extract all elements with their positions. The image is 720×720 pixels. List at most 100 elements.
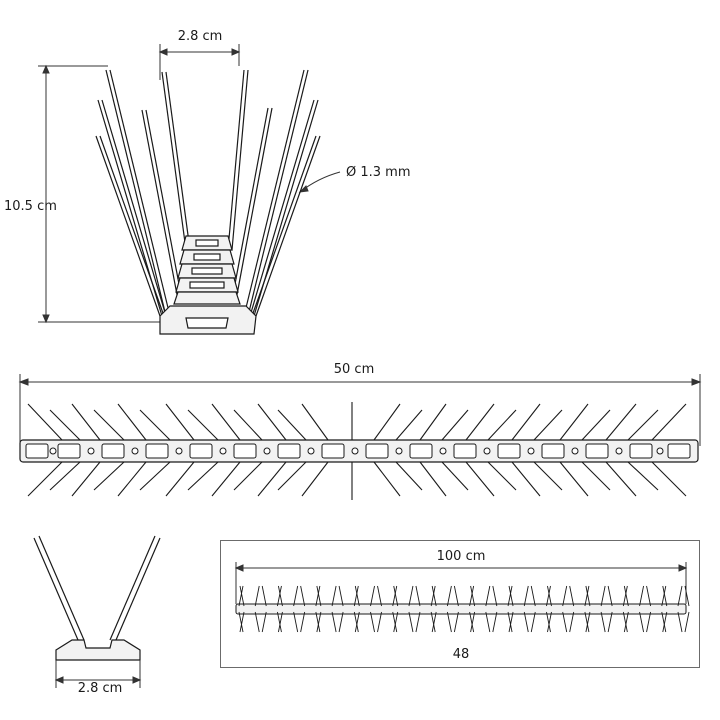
inset-spike — [238, 585, 244, 607]
height-label: 10.5 cm — [4, 199, 57, 214]
inset-length-label: 100 cm — [436, 549, 486, 564]
inset-spike — [431, 611, 437, 633]
inset-spike — [315, 585, 321, 607]
inset-spike — [569, 585, 575, 607]
inset-spike — [547, 611, 552, 633]
inset-spike — [446, 585, 452, 607]
inset-spike — [677, 611, 683, 633]
inset-spike — [393, 611, 399, 633]
inset-spike — [546, 585, 551, 607]
inset-spike — [261, 611, 267, 633]
inset-spike — [331, 611, 337, 633]
inset-panel — [220, 540, 700, 668]
inset-spike — [470, 585, 476, 607]
inset-spike — [338, 585, 344, 607]
inset-spike — [662, 585, 668, 607]
front-view-base — [159, 235, 257, 335]
inset-spike — [584, 585, 590, 607]
strip-spikes — [27, 402, 687, 500]
inset-spike — [354, 585, 360, 607]
inset-spike — [316, 585, 322, 607]
inset-spike — [646, 611, 652, 633]
inset-spike — [469, 585, 475, 607]
end-view-base — [55, 639, 141, 661]
inset-spike — [623, 611, 629, 633]
inset-spike — [431, 585, 437, 607]
front-view-spikes — [95, 69, 321, 317]
inset-spike — [238, 611, 244, 633]
inset-spike — [300, 611, 306, 633]
inset-spike — [370, 611, 375, 633]
inset-spike — [569, 611, 575, 633]
inset-spike — [392, 585, 398, 607]
inset-spike — [677, 585, 683, 607]
inset-spike — [370, 585, 375, 607]
inset-spike — [276, 611, 282, 633]
inset-spike — [430, 585, 436, 607]
inset-spike — [662, 611, 668, 633]
inset-spike — [530, 611, 536, 633]
inset-spike — [562, 611, 568, 633]
inset-spike — [661, 611, 667, 633]
inset-spike — [546, 611, 551, 633]
end-view-spikes — [33, 535, 161, 641]
inset-spike — [485, 585, 491, 607]
inset-spike — [377, 611, 382, 633]
inset-spike — [353, 585, 359, 607]
inset-spike — [639, 611, 645, 633]
inset-spike — [415, 585, 421, 607]
inset-spike — [392, 611, 398, 633]
inset-spike — [353, 611, 359, 633]
inset-spike — [585, 611, 591, 633]
inset-spike — [530, 585, 536, 607]
top-width-label: 2.8 cm — [177, 29, 223, 44]
inset-count-label: 48 — [452, 647, 470, 662]
inset-spike — [646, 585, 652, 607]
end-width-dimension — [54, 660, 142, 688]
inset-spike — [684, 585, 690, 607]
inset-spike — [684, 611, 690, 633]
diameter-leader — [298, 171, 341, 193]
inset-spike — [293, 611, 299, 633]
inset-spike — [639, 585, 645, 607]
inset-spike — [277, 585, 283, 607]
inset-spike — [600, 611, 606, 633]
top-width-dimension — [158, 44, 241, 80]
inset-spike — [254, 585, 260, 607]
inset-spike — [261, 585, 267, 607]
end-width-label: 2.8 cm — [77, 681, 123, 696]
inset-spike — [453, 585, 459, 607]
inset-spike — [453, 611, 459, 633]
inset-spike — [316, 611, 322, 633]
inset-spike — [607, 585, 613, 607]
inset-spike — [430, 611, 436, 633]
inset-spike — [492, 585, 498, 607]
inset-spike — [415, 611, 421, 633]
strip-length-label: 50 cm — [333, 362, 375, 377]
inset-length-dimension — [234, 562, 688, 604]
inset-spike — [239, 611, 245, 633]
diameter-label: Ø 1.3 mm — [346, 165, 411, 180]
strip-rail-holes — [49, 447, 664, 455]
inset-spike — [492, 611, 498, 633]
inset-spike — [300, 585, 306, 607]
inset-spike — [276, 585, 282, 607]
inset-spike — [622, 585, 628, 607]
inset-spike — [331, 585, 337, 607]
inset-spike — [507, 611, 513, 633]
inset-spike — [507, 585, 513, 607]
strip-rail-segments — [25, 443, 691, 459]
inset-spike — [354, 611, 360, 633]
inset-spike — [338, 611, 344, 633]
inset-spike — [393, 585, 399, 607]
height-dimension — [38, 64, 160, 324]
inset-spike — [377, 585, 382, 607]
inset-spike — [239, 585, 245, 607]
inset-spike — [293, 585, 299, 607]
inset-spike — [523, 585, 529, 607]
inset-spike — [623, 585, 629, 607]
inset-spike — [600, 585, 606, 607]
inset-spike — [584, 611, 590, 633]
